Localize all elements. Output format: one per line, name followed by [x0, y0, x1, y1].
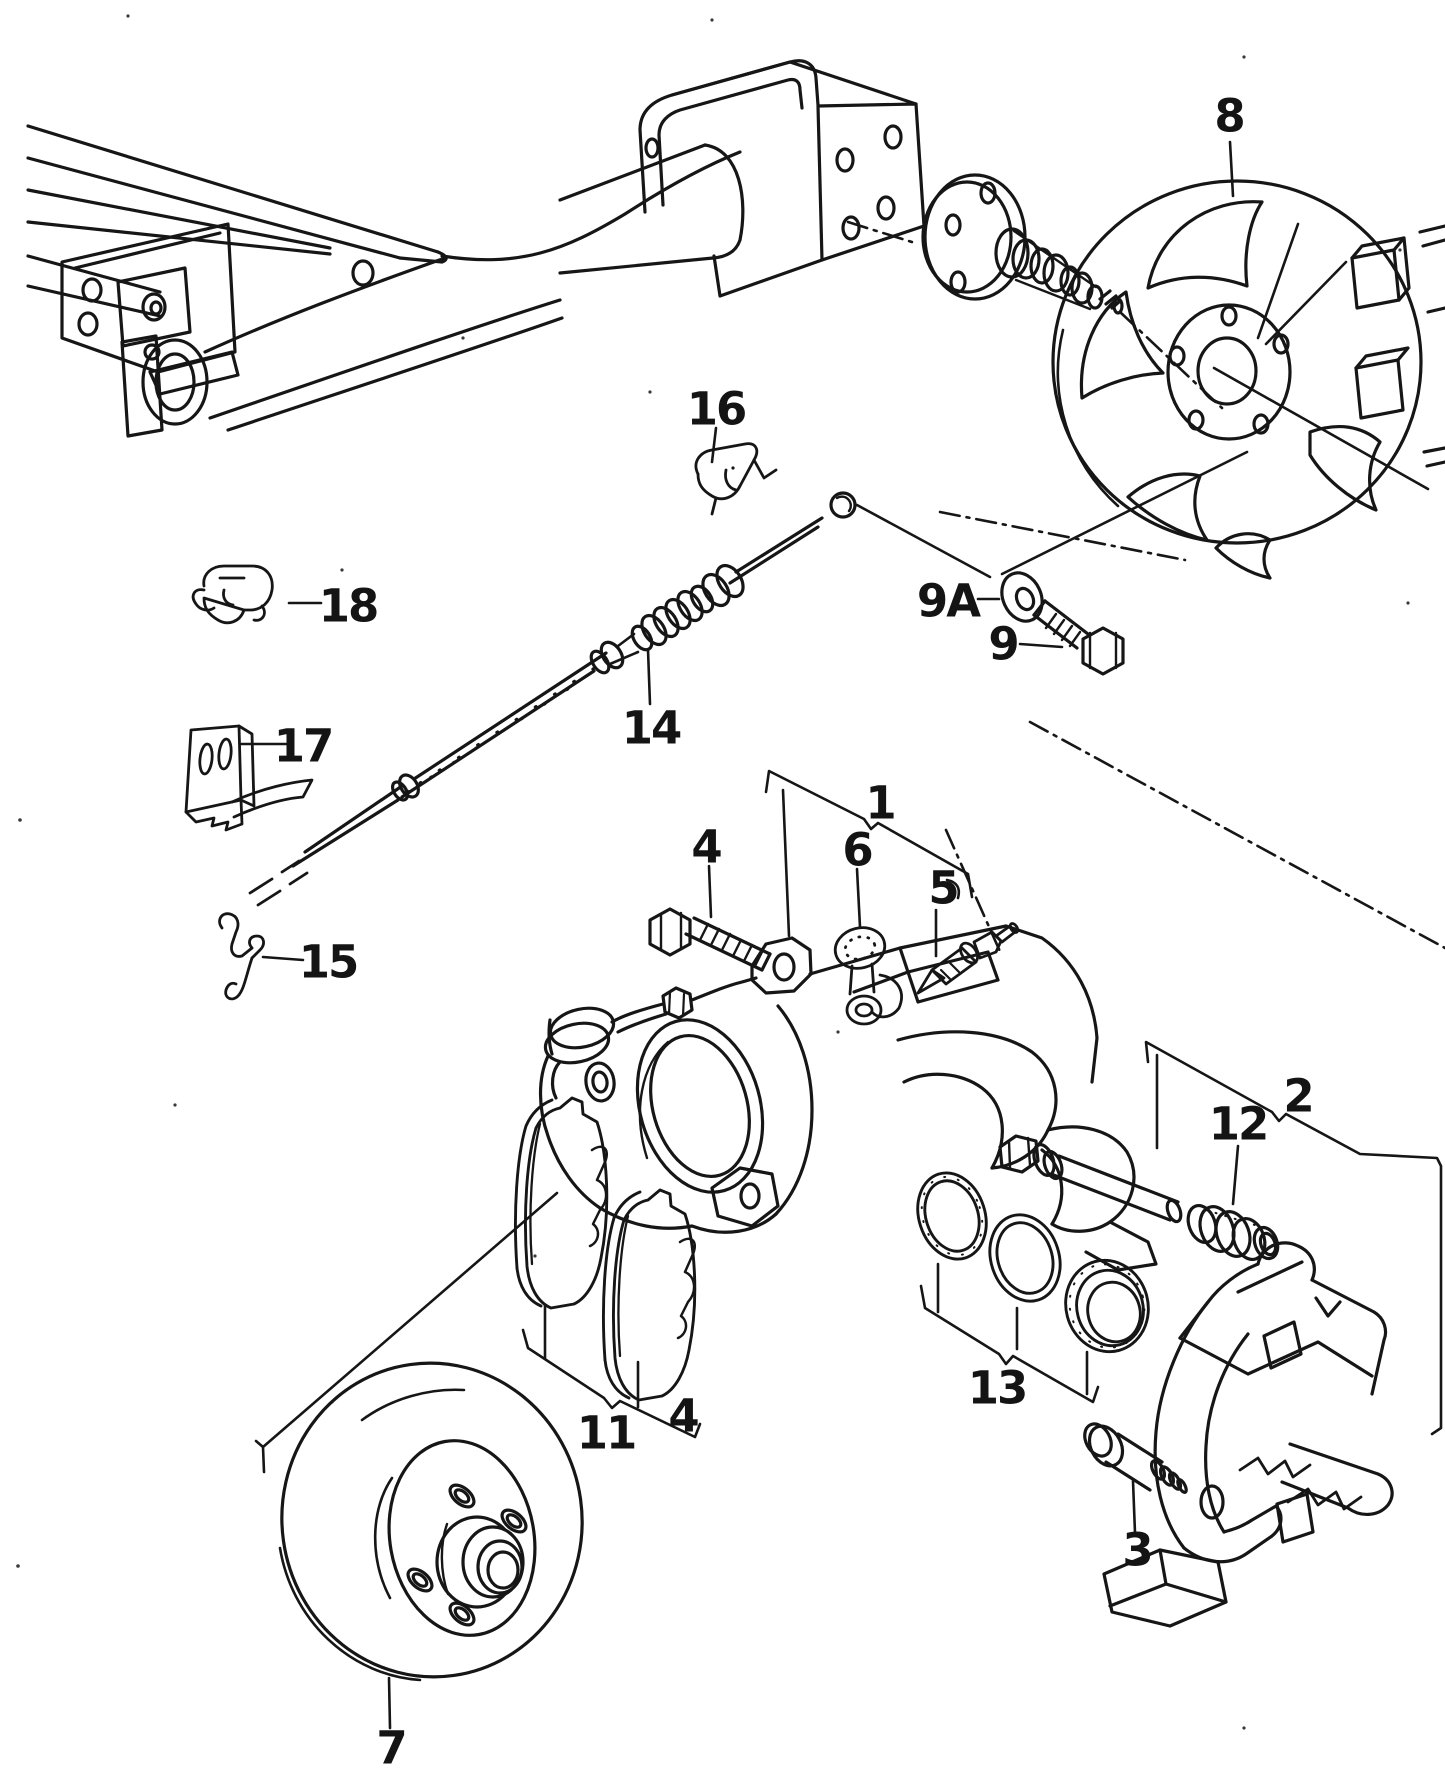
- washer-and-bolt-drawing: [855, 450, 1249, 676]
- callout-6-parking-brake-lever: 6: [842, 823, 873, 877]
- callout-2-caliper-carrier: 2: [1283, 1069, 1314, 1123]
- assembly-axis-lines: [846, 220, 1445, 958]
- axle-mount-box-drawing: [558, 59, 926, 298]
- callout-9-hex-bolt-plate: 9: [988, 617, 1019, 671]
- brake-cable-drawing: [248, 491, 857, 907]
- callout-1-brake-caliper: 1: [865, 776, 896, 830]
- brake-caliper-drawing: [538, 924, 1158, 1272]
- callout-16-cable-retaining-clip: 16: [686, 382, 748, 436]
- guide-pin-boot-drawing: [1186, 1204, 1280, 1261]
- leader-lines: [239, 140, 1443, 1730]
- brake-lever-6-drawing: [833, 926, 903, 1026]
- caliper-carrier-drawing: [1102, 1241, 1394, 1628]
- callout-12-guide-pin-boot: 12: [1208, 1097, 1270, 1151]
- splash-plate-drawing: [1051, 179, 1445, 580]
- axle-beam-drawing: [26, 124, 742, 438]
- callout-17-cable-bracket: 17: [273, 719, 335, 773]
- seal-kit-drawing: [916, 1171, 1150, 1354]
- cable-bracket-17-drawing: [184, 724, 314, 832]
- scan-speckles: [16, 14, 1410, 1730]
- cable-clip-16-drawing: [694, 442, 778, 516]
- callout-4-pad-hex-bolt: 4: [668, 1389, 699, 1443]
- callout-7-brake-disc: 7: [376, 1721, 407, 1775]
- callout-13-seal-kit: 13: [967, 1361, 1029, 1415]
- stub-axle-drawing: [921, 173, 1124, 315]
- brake-disc-drawing: [278, 1361, 584, 1682]
- callout-4-caliper-hex-bolt: 4: [691, 820, 722, 874]
- callout-5-bleeder-valve: 5: [928, 861, 959, 915]
- guide-pin-drawing: [998, 1134, 1183, 1224]
- callout-15-spring-clip: 15: [298, 935, 360, 989]
- callout-11-brake-pads: 11: [576, 1406, 638, 1460]
- callout-8-splash-backing-plate: 8: [1214, 89, 1245, 143]
- callout-9A-washer: 9A: [916, 574, 981, 628]
- callout-18-cable-clamp-clip: 18: [318, 579, 380, 633]
- callout-14-parking-brake-cable: 14: [621, 701, 683, 755]
- callout-3-socket-head-bolt: 3: [1122, 1523, 1153, 1577]
- brake-pads-drawing: [514, 1096, 697, 1402]
- spring-clip-15-drawing: [218, 912, 265, 1001]
- clamp-clip-18-drawing: [191, 564, 274, 625]
- caliper-bolt-4-drawing: [648, 907, 772, 972]
